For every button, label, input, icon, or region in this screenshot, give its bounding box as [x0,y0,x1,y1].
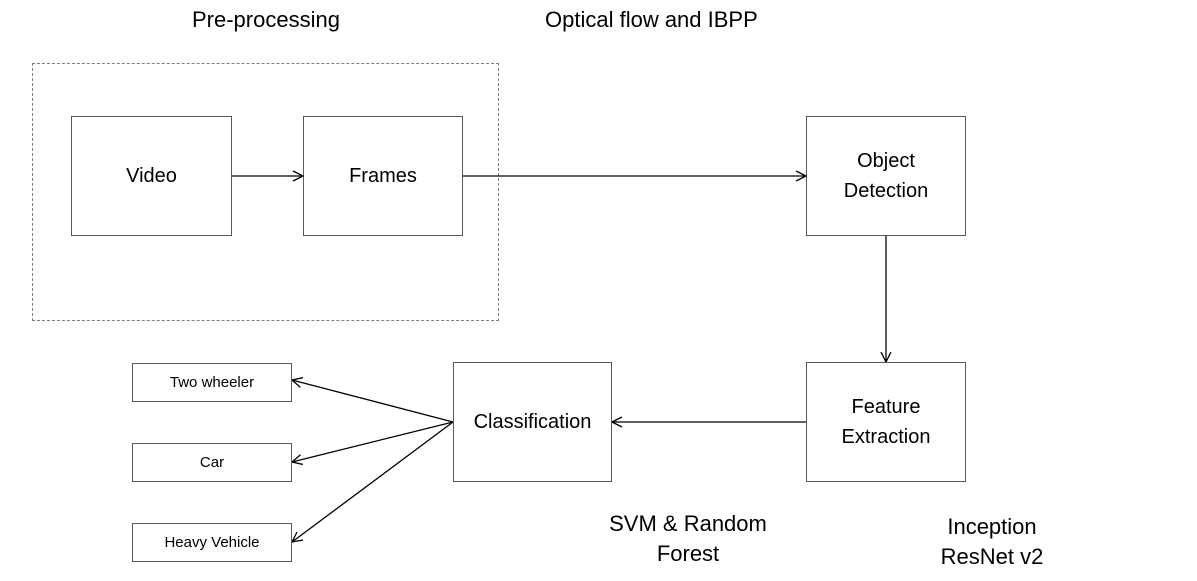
optical-flow-label: Optical flow and IBPP [545,7,758,32]
svm-label-line2: Forest [656,541,720,566]
object-detection-label-line1: Object [857,150,915,172]
preprocessing-group [32,63,499,321]
two-wheeler-label: Two wheeler [169,373,255,391]
classification-to-car-arrow [292,421,454,462]
object-detection-label-line2: Detection [843,180,929,202]
classification-node-label: Classification [473,411,592,433]
inception-label-line2: ResNet v2 [940,544,1044,569]
object-detection-node: Object Detection [806,116,966,236]
svm-label-line1: SVM & Random [609,511,767,536]
inception-label-line1: Inception [947,514,1037,539]
feature-extraction-node: Feature Extraction [806,362,966,482]
inception-resnet-label: Inception ResNet v2 [912,512,1072,572]
svm-random-forest-label: SVM & Random Forest [588,509,788,569]
feature-extraction-label-line2: Extraction [841,426,931,448]
feature-extraction-label-line1: Feature [851,396,921,418]
frames-node-label: Frames [349,165,417,187]
video-node: Video [71,116,232,236]
frames-node: Frames [303,116,463,236]
car-node: Car [132,443,292,482]
heavy-vehicle-node: Heavy Vehicle [132,523,292,562]
classification-node: Classification [453,362,612,482]
video-node-label: Video [126,165,177,187]
heavy-vehicle-label: Heavy Vehicle [164,533,260,551]
preprocessing-label: Pre-processing [192,7,340,32]
classification-to-heavy-vehicle-arrow [292,421,454,542]
two-wheeler-node: Two wheeler [132,363,292,402]
classification-to-two-wheeler-arrow [292,380,454,423]
car-label: Car [199,453,225,471]
